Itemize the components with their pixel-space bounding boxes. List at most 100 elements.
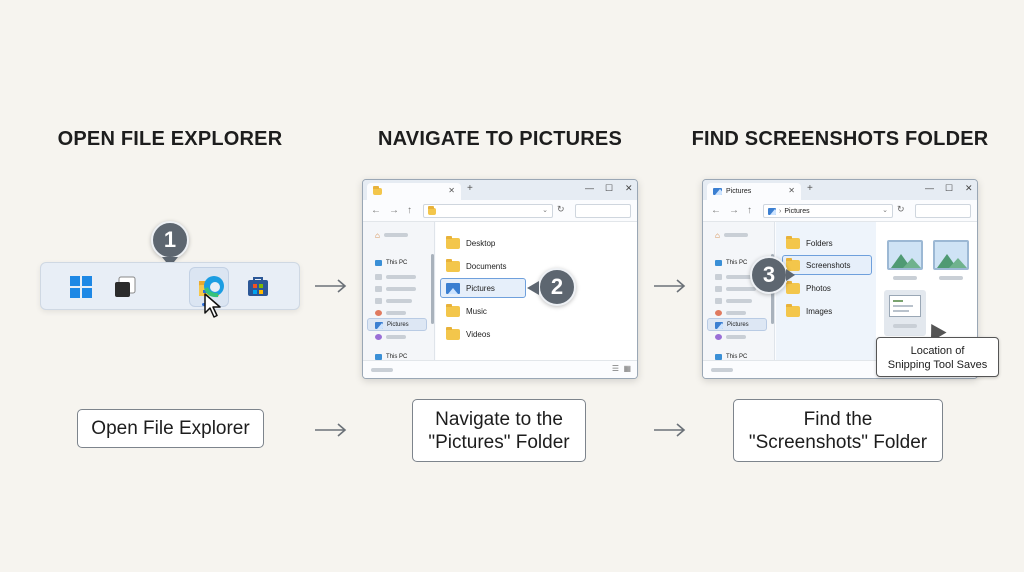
folder-label: Images [806, 306, 833, 316]
minimize-icon[interactable]: — [925, 183, 934, 193]
up-arrow-icon[interactable]: ↑ [747, 205, 752, 216]
placeholder-bar [723, 233, 748, 237]
search-input[interactable] [575, 204, 631, 218]
folder-item-photos[interactable]: Photos [786, 280, 831, 296]
folder-item-images[interactable]: Images [786, 303, 832, 319]
forward-arrow-icon[interactable]: → [389, 205, 399, 216]
refresh-icon[interactable]: ↻ [897, 204, 905, 214]
up-arrow-icon[interactable]: ↑ [407, 205, 412, 216]
back-arrow-icon[interactable]: ← [371, 205, 381, 216]
screenshot-file-tile[interactable] [884, 290, 926, 336]
explorer-tab[interactable]: Pictures ✕ [707, 183, 801, 200]
folder-icon [786, 257, 800, 271]
folder-icon [373, 186, 382, 195]
pictures-icon [768, 207, 776, 215]
nav-item[interactable] [375, 284, 416, 294]
chevron-down-icon[interactable]: ⌄ [882, 207, 888, 214]
status-bar: ☰ ▦ [363, 360, 637, 378]
nav-label: Pictures [387, 322, 409, 328]
mountain-icon [903, 258, 921, 268]
folder-item-screenshots[interactable]: Screenshots [786, 257, 850, 273]
maximize-icon[interactable]: ☐ [945, 183, 954, 193]
nav-item[interactable] [375, 272, 416, 282]
folder-item-desktop[interactable]: Desktop [446, 235, 495, 251]
pictures-icon [375, 321, 383, 329]
tiles-view-icon[interactable]: ▦ [623, 364, 631, 373]
caption-line: Navigate to the [435, 408, 563, 430]
folder-label: Folders [806, 238, 833, 248]
mouse-cursor-icon [203, 293, 227, 321]
folder-label: Music [466, 306, 487, 316]
screenshot-file-icon [889, 295, 921, 317]
nav-item[interactable] [715, 272, 756, 282]
nav-item-this-pc[interactable]: This PC [715, 258, 747, 268]
edge-icon[interactable] [202, 274, 226, 298]
nav-item[interactable] [715, 284, 756, 294]
step-3-heading: FIND SCREENSHOTS FOLDER [691, 128, 989, 150]
nav-item-this-pc[interactable]: This PC [375, 258, 407, 268]
step-2-badge-pointer [527, 281, 539, 295]
caption-line: Open File Explorer [91, 418, 250, 439]
close-tab-icon[interactable]: ✕ [788, 186, 795, 195]
placeholder-bar [386, 299, 412, 303]
folder-item-music[interactable]: Music [446, 303, 487, 319]
folder-item-documents[interactable]: Documents [446, 258, 506, 274]
tab-bar: ✕ + — ☐ ✕ [363, 180, 637, 200]
nav-item-pictures[interactable]: Pictures [715, 320, 749, 330]
maximize-icon[interactable]: ☐ [605, 183, 614, 193]
close-window-icon[interactable]: ✕ [965, 183, 973, 193]
explorer-tab[interactable]: ✕ [367, 183, 461, 200]
nav-item-this-pc[interactable]: This PC [375, 352, 407, 362]
image-thumbnail[interactable] [933, 240, 969, 270]
refresh-icon[interactable]: ↻ [557, 204, 565, 214]
nav-label: This PC [386, 260, 408, 266]
windows-start-icon[interactable] [69, 275, 93, 299]
nav-item[interactable] [375, 296, 412, 306]
taskbar [40, 262, 300, 318]
nav-item-videos[interactable] [715, 332, 746, 342]
nav-item-videos[interactable] [375, 332, 406, 342]
home-icon: ⌂ [715, 230, 720, 240]
folder-item-pictures[interactable]: Pictures [446, 280, 495, 296]
folder-item-videos[interactable]: Videos [446, 326, 490, 342]
drive-icon [715, 298, 722, 304]
step-2-caption: Navigate to the "Pictures" Folder [412, 399, 586, 462]
scrollbar[interactable] [431, 254, 434, 324]
nav-label: This PC [386, 354, 408, 360]
folder-label: Pictures [466, 283, 495, 293]
nav-item-home[interactable]: ⌂ [715, 230, 748, 240]
forward-arrow-icon[interactable]: → [729, 205, 739, 216]
nav-item-music[interactable] [375, 308, 406, 318]
close-tab-icon[interactable]: ✕ [448, 186, 455, 195]
address-bar[interactable]: ⌄ [423, 204, 553, 218]
address-text: Pictures [784, 207, 810, 215]
chevron-down-icon[interactable]: ⌄ [542, 207, 548, 214]
store-icon[interactable] [246, 274, 270, 298]
nav-item[interactable] [715, 296, 752, 306]
placeholder-bar [893, 324, 917, 328]
minimize-icon[interactable]: — [585, 183, 594, 193]
nav-item-pictures[interactable]: Pictures [375, 320, 409, 330]
new-tab-icon[interactable]: + [467, 183, 473, 194]
video-icon [715, 334, 722, 340]
caption-line: "Screenshots" Folder [748, 431, 928, 453]
nav-item-home[interactable]: ⌂ [375, 230, 408, 240]
placeholder-bar [386, 287, 416, 291]
music-icon [715, 310, 722, 316]
address-bar[interactable]: › Pictures ⌄ [763, 204, 893, 218]
nav-item-this-pc[interactable]: This PC [715, 352, 747, 362]
new-tab-icon[interactable]: + [807, 183, 813, 194]
file-explorer-window-step-2: ✕ + — ☐ ✕ ← → ↑ ⌄ ↻ ⌂ This PC Pictures T… [362, 179, 638, 379]
address-toolbar: ← → ↑ ⌄ ↻ [363, 200, 637, 222]
search-input[interactable] [915, 204, 971, 218]
step-1-badge: 1 [151, 221, 189, 259]
arrow-right-icon [315, 279, 347, 293]
placeholder-bar [726, 275, 756, 279]
details-view-icon[interactable]: ☰ [611, 364, 619, 373]
image-thumbnail[interactable] [887, 240, 923, 270]
folder-item-folders[interactable]: Folders [786, 235, 833, 251]
task-view-icon[interactable] [113, 275, 137, 299]
nav-item-music[interactable] [715, 308, 746, 318]
back-arrow-icon[interactable]: ← [711, 205, 721, 216]
close-window-icon[interactable]: ✕ [625, 183, 633, 193]
